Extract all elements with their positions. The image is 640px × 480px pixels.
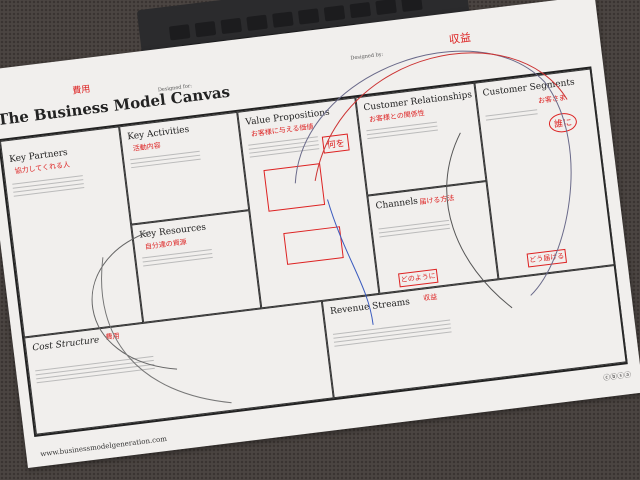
business-model-canvas-sheet: The Business Model Canvas 費用 Designed fo… (0, 0, 640, 468)
hand-drawn-arrows (91, 50, 572, 404)
